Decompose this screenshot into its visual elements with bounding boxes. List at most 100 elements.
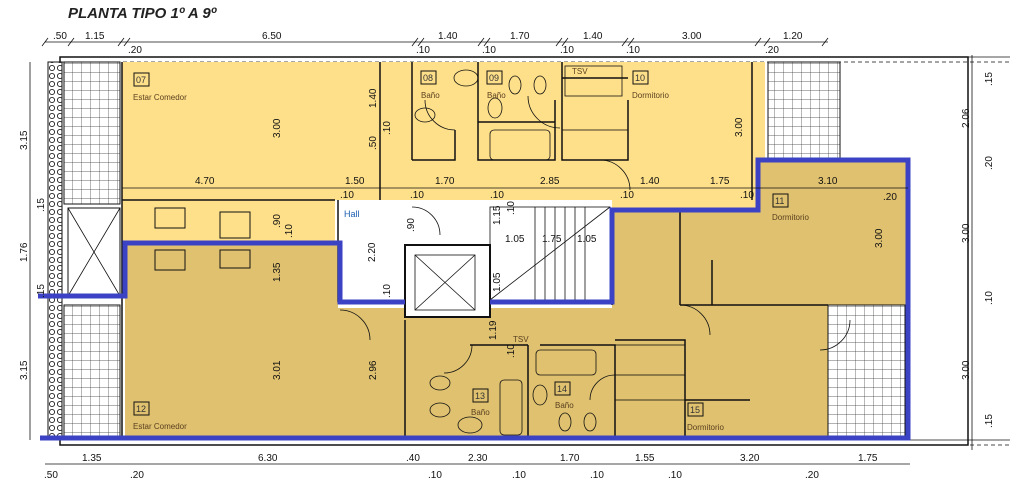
svg-text:.50: .50 (44, 470, 58, 481)
svg-text:1.76: 1.76 (19, 242, 30, 262)
svg-text:2.30: 2.30 (468, 453, 488, 464)
balcony-top-right (767, 61, 841, 159)
unit-bottom-area (125, 160, 908, 438)
dim-label: .10 (482, 45, 496, 56)
bath-fixtures (414, 69, 597, 436)
elevator (404, 244, 491, 318)
svg-text:.10: .10 (382, 121, 393, 135)
svg-text:.20: .20 (805, 470, 819, 481)
svg-text:.10: .10 (620, 190, 634, 201)
svg-text:1.35: 1.35 (82, 453, 102, 464)
planter-left (47, 61, 63, 439)
svg-text:.10: .10 (668, 470, 682, 481)
inner-dimensions: 4.70 1.50 .10 1.70 .10 2.85 .10 1.40 .10… (122, 88, 908, 380)
dim-label: .10 (626, 45, 640, 56)
svg-text:3.10: 3.10 (818, 176, 838, 187)
svg-text:1.19: 1.19 (488, 320, 499, 340)
svg-text:1.05: 1.05 (577, 234, 597, 245)
svg-text:.10: .10 (428, 470, 442, 481)
svg-text:3.15: 3.15 (19, 130, 30, 150)
svg-text:12: 12 (136, 404, 146, 414)
svg-text:.10: .10 (506, 201, 517, 215)
right-dimension-line: .15 2.06 .20 3.00 .10 3.00 .15 (961, 55, 995, 450)
svg-text:.20: .20 (984, 156, 995, 170)
svg-text:1.40: 1.40 (640, 176, 660, 187)
svg-text:Baño: Baño (555, 401, 574, 410)
left-dimension-line: 3.15 .15 1.76 .15 3.15 (19, 62, 47, 440)
svg-text:Baño: Baño (421, 91, 440, 100)
top-dimension-line: .50 1.15 .20 6.50 .10 1.40 .10 1.70 .10 … (41, 31, 829, 56)
svg-text:3.00: 3.00 (961, 223, 972, 243)
dim-label: 1.40 (438, 31, 458, 42)
svg-text:1.15: 1.15 (492, 205, 503, 225)
dim-label: .20 (128, 45, 142, 56)
svg-text:09: 09 (489, 73, 499, 83)
door-swings (339, 95, 851, 401)
svg-text:1.35: 1.35 (272, 262, 283, 282)
svg-text:.15: .15 (984, 72, 995, 86)
svg-text:.15: .15 (36, 284, 47, 298)
svg-text:3.15: 3.15 (19, 360, 30, 380)
svg-text:11: 11 (775, 196, 784, 206)
dim-label: .50 (53, 31, 67, 42)
svg-text:08: 08 (423, 73, 433, 83)
svg-text:3.00: 3.00 (272, 118, 283, 138)
svg-text:.10: .10 (512, 470, 526, 481)
svg-text:.90: .90 (272, 214, 283, 228)
svg-text:.20: .20 (883, 192, 897, 203)
dim-label: .10 (560, 45, 574, 56)
svg-text:2.06: 2.06 (961, 108, 972, 128)
svg-text:3.00: 3.00 (734, 117, 745, 137)
svg-text:.10: .10 (382, 284, 393, 298)
balcony-bottom-left (63, 304, 121, 439)
svg-text:6.30: 6.30 (258, 453, 278, 464)
dim-label: .10 (416, 45, 430, 56)
svg-text:3.20: 3.20 (740, 453, 760, 464)
svg-text:10: 10 (635, 73, 645, 83)
dim-label: 1.40 (583, 31, 603, 42)
svg-text:Dormitorio: Dormitorio (772, 213, 809, 222)
svg-text:.10: .10 (740, 190, 754, 201)
svg-text:.50: .50 (368, 136, 379, 150)
dim-label: 1.20 (783, 31, 803, 42)
svg-text:2.85: 2.85 (540, 176, 560, 187)
svg-text:13: 13 (475, 391, 485, 401)
hall-label: Hall (344, 209, 360, 219)
svg-text:2.96: 2.96 (368, 360, 379, 380)
svg-text:.10: .10 (284, 224, 295, 238)
bottom-dimension-line: .50 1.35 .20 6.30 .40 .10 2.30 .10 1.70 … (44, 453, 910, 481)
dim-label: 3.00 (682, 31, 702, 42)
svg-text:Baño: Baño (487, 91, 506, 100)
balcony-right (827, 304, 906, 439)
unit-top-area (122, 62, 765, 243)
tsv-label: TSV (513, 335, 529, 344)
dim-label: 6.50 (262, 31, 282, 42)
svg-text:1.70: 1.70 (560, 453, 580, 464)
closets (561, 65, 686, 439)
svg-text:.10: .10 (984, 291, 995, 305)
svg-text:.20: .20 (130, 470, 144, 481)
svg-text:Estar Comedor: Estar Comedor (133, 422, 187, 431)
svg-text:1.40: 1.40 (368, 88, 379, 108)
tsv-label: TSV (572, 67, 588, 76)
svg-text:.90: .90 (406, 218, 417, 232)
plan-title: PLANTA TIPO 1º A 9º (68, 5, 218, 22)
svg-text:.10: .10 (590, 470, 604, 481)
svg-text:.15: .15 (36, 198, 47, 212)
svg-text:1.50: 1.50 (345, 176, 365, 187)
svg-text:.10: .10 (490, 190, 504, 201)
dim-label: 1.15 (85, 31, 105, 42)
svg-text:1.75: 1.75 (542, 234, 562, 245)
svg-text:Dormitorio: Dormitorio (687, 423, 724, 432)
shaft-left (67, 207, 121, 297)
svg-text:07: 07 (136, 75, 146, 85)
svg-text:Estar Comedor: Estar Comedor (133, 93, 187, 102)
